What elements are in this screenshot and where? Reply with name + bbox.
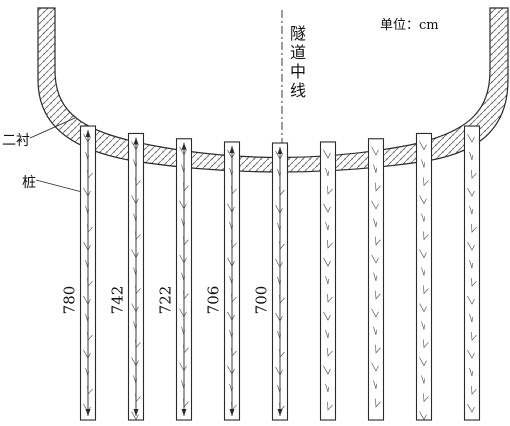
- dimension-arrow-bottom: [85, 409, 91, 416]
- dimension-arrow-bottom: [181, 409, 187, 416]
- pile: 780: [61, 125, 97, 421]
- pile-length-label: 722: [157, 286, 175, 315]
- dimension-arrow-bottom: [229, 409, 235, 416]
- dimension-arrow-top: [85, 130, 91, 138]
- pile: 742: [109, 132, 145, 421]
- pile-body: [415, 132, 433, 421]
- pile-body: [463, 125, 481, 421]
- pile-texture: [419, 141, 429, 421]
- pile: 700: [253, 142, 289, 421]
- lining-label: 二衬: [2, 133, 30, 149]
- pile-length-label: 742: [109, 286, 127, 315]
- pile-length-label: 700: [253, 286, 271, 315]
- dimension-arrow-top: [181, 142, 187, 150]
- pile-texture: [467, 133, 477, 413]
- dimension-arrow-top: [133, 137, 139, 145]
- pile-texture: [323, 149, 333, 411]
- dimension-arrow-bottom: [277, 409, 283, 416]
- dimension-arrow-top: [277, 147, 283, 154]
- piles-group: 780 742 722 706 700: [61, 125, 481, 421]
- pile-length-label: 706: [205, 286, 223, 315]
- pile: [319, 141, 337, 421]
- dimension-arrow-top: [229, 145, 235, 153]
- pile-texture: [371, 146, 381, 408]
- pile: 706: [205, 141, 241, 421]
- pile-length-label: 780: [61, 286, 79, 315]
- pile: 722: [157, 138, 193, 421]
- pile-leader-line: [35, 179, 83, 193]
- unit-label: 单位：cm: [380, 18, 439, 33]
- dimension-arrow-bottom: [133, 409, 139, 416]
- pile: [415, 132, 433, 421]
- pile: [463, 125, 481, 421]
- tunnel-centerline-label: 隧道中线: [289, 24, 306, 100]
- pile: [367, 138, 385, 421]
- pile-label: 桩: [22, 175, 36, 191]
- lining-leader-line: [29, 117, 76, 139]
